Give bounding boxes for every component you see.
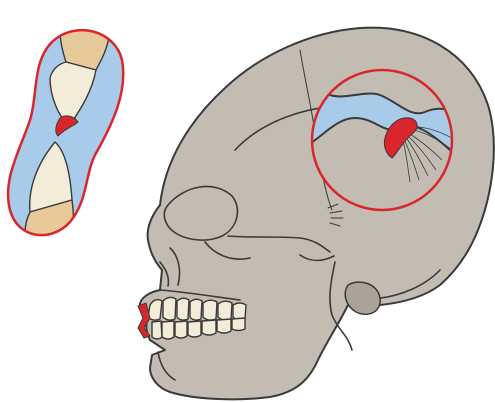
upper-tooth <box>190 299 202 320</box>
skull-silhouette <box>140 28 494 400</box>
skull <box>138 28 494 400</box>
tooth-contact-inset <box>8 30 123 240</box>
upper-tooth <box>218 301 232 320</box>
lower-tooth <box>175 321 187 338</box>
upper-tooth <box>163 297 176 320</box>
lower-tooth <box>162 321 174 339</box>
lower-tooth <box>188 321 201 337</box>
lower-tooth <box>217 319 231 333</box>
lower-tooth <box>232 318 245 331</box>
lower-tooth <box>202 320 216 335</box>
upper-tooth <box>177 298 189 320</box>
upper-tooth <box>203 300 217 320</box>
lower-tooth <box>152 321 162 339</box>
